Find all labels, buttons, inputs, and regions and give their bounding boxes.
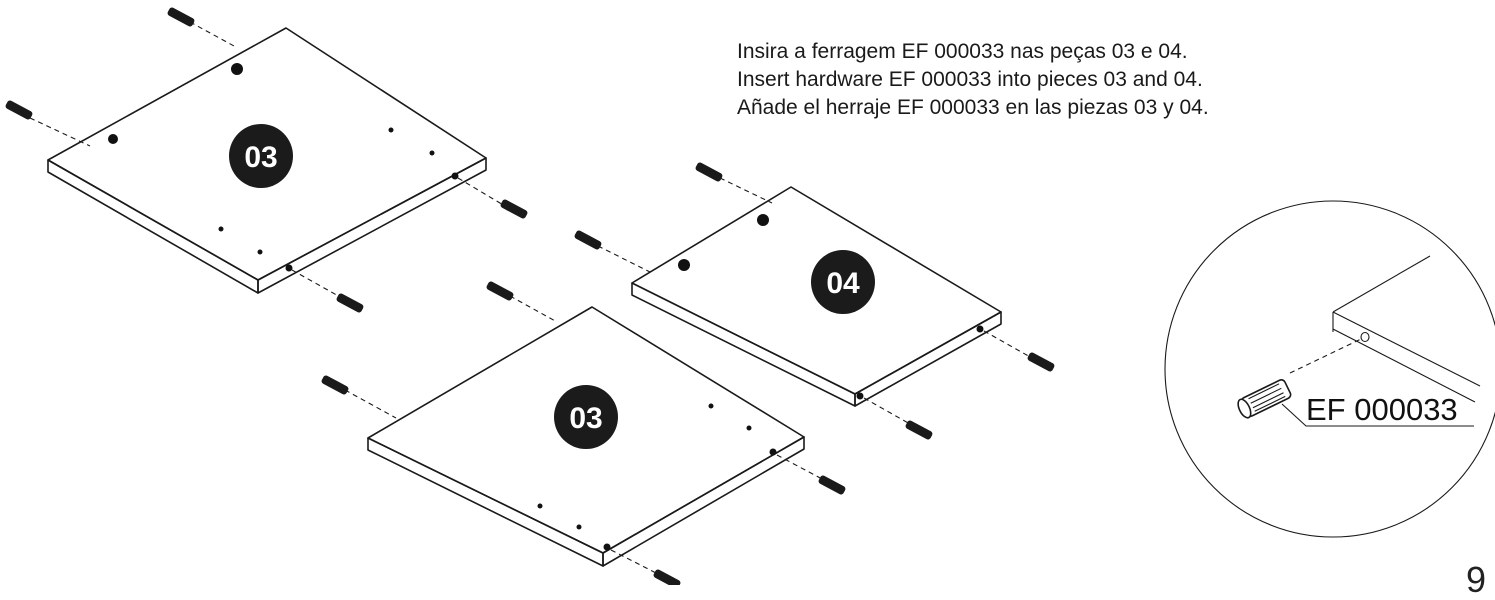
dowels (5, 7, 1055, 589)
hardware-code-label: EF 000033 (1306, 392, 1458, 427)
badge-04-label: 04 (826, 267, 860, 300)
badge-03-top-label: 03 (244, 141, 277, 174)
page-number: 9 (1466, 559, 1487, 600)
instructions-block: Insira a ferragem EF 000033 nas peças 03… (737, 38, 1209, 122)
assembly-diagram: 03 04 03 EF 000033 (5, 7, 1495, 589)
panel-03-top (29, 21, 506, 299)
detail-callout: EF 000033 (1164, 200, 1495, 538)
badge-03-bottom: 03 (554, 385, 618, 449)
badge-03-bottom-label: 03 (569, 402, 602, 435)
panel-03-bottom (344, 295, 825, 576)
badge-03-top: 03 (229, 124, 293, 188)
instruction-spanish: Añade el herraje EF 000033 en las piezas… (737, 96, 1209, 119)
badge-04: 04 (811, 250, 875, 314)
instruction-portuguese: Insira a ferragem EF 000033 nas peças 03… (737, 40, 1188, 63)
detail-dowel (1237, 379, 1292, 419)
instruction-english: Insert hardware EF 000033 into pieces 03… (737, 68, 1203, 91)
diagram-canvas: 03 04 03 EF 000033 (5, 7, 1495, 589)
panel-04 (597, 177, 1033, 425)
